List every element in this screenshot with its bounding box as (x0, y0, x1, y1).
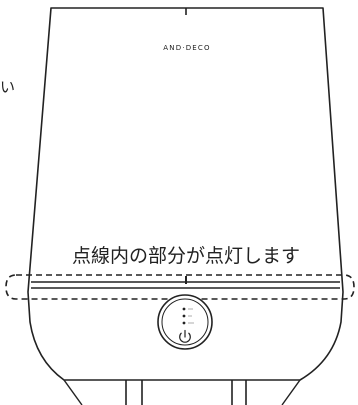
power-icon (179, 329, 191, 343)
control-button-inner-ring (161, 298, 209, 346)
indicator-dot-2 (182, 314, 186, 318)
indicator-dot-3 (182, 321, 186, 325)
indicator-dot-1 (182, 307, 186, 311)
control-button (157, 294, 213, 350)
base-feet (63, 379, 301, 405)
brand-logo: AND·DECO (163, 44, 210, 52)
left-text-fragment: い (0, 78, 15, 96)
lit-area-dashed-outline (5, 274, 355, 300)
light-caption: 点線内の部分が点灯します (72, 245, 300, 267)
